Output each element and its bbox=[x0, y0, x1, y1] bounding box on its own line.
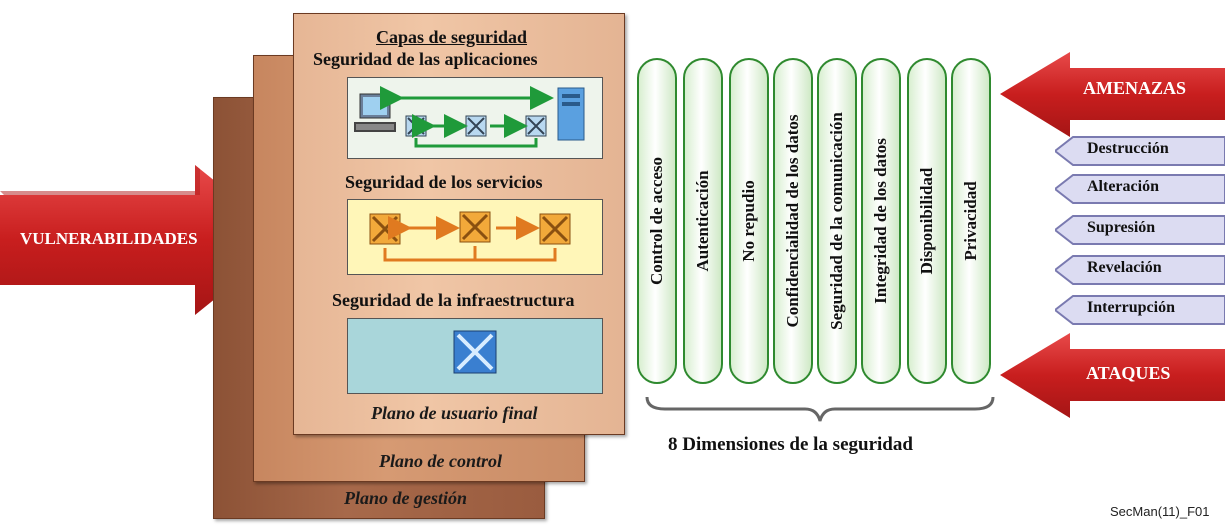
dimension-access-control: Control de acceso bbox=[637, 58, 677, 384]
vulnerabilities-label: VULNERABILIDADES bbox=[20, 229, 198, 248]
threats-arrow bbox=[1000, 52, 1225, 137]
services-diagram bbox=[347, 199, 603, 275]
dimension-data-integrity: Integridad de los datos bbox=[861, 58, 901, 384]
threats-label: AMENAZAS bbox=[1083, 78, 1187, 98]
dimension-data-confidentiality: Confidencialidad de los datos bbox=[773, 58, 813, 384]
infrastructure-switch-icon bbox=[453, 330, 497, 374]
router-icon bbox=[405, 115, 427, 137]
server-icon bbox=[557, 87, 585, 141]
services-layer-title: Seguridad de los servicios bbox=[345, 172, 543, 192]
dimension-privacy: Privacidad bbox=[951, 58, 991, 384]
dimensions-brace bbox=[645, 396, 995, 422]
infrastructure-diagram bbox=[347, 318, 603, 394]
threat-item: Supresión bbox=[1053, 215, 1225, 245]
service-node-icon bbox=[539, 213, 571, 245]
applications-diagram bbox=[347, 77, 603, 159]
end-user-plane-label: Plano de usuario final bbox=[371, 403, 538, 423]
service-node-icon bbox=[459, 211, 491, 243]
computer-icon bbox=[354, 93, 396, 132]
infrastructure-layer-title: Seguridad de la infraestructura bbox=[332, 290, 575, 310]
attacks-label: ATAQUES bbox=[1086, 363, 1171, 383]
dimension-authentication: Autenticación bbox=[683, 58, 723, 384]
threat-item: Alteración bbox=[1053, 174, 1225, 204]
applications-layer-title: Seguridad de las aplicaciones bbox=[313, 49, 538, 69]
threat-item: Destrucción bbox=[1053, 136, 1225, 166]
dimension-non-repudiation: No repudio bbox=[729, 58, 769, 384]
dimensions-caption: 8 Dimensiones de la seguridad bbox=[668, 434, 913, 455]
threat-item: Interrupción bbox=[1053, 295, 1225, 325]
dimension-availability: Disponibilidad bbox=[907, 58, 947, 384]
threat-item: Revelación bbox=[1053, 255, 1225, 285]
attacks-arrow bbox=[1000, 333, 1225, 418]
service-node-icon bbox=[369, 213, 401, 245]
management-plane-label: Plano de gestión bbox=[344, 488, 468, 508]
control-plane-label: Plano de control bbox=[379, 451, 503, 471]
dimension-communication-security: Seguridad de la comunicación bbox=[817, 58, 857, 384]
figure-id: SecMan(11)_F01 bbox=[1110, 504, 1210, 519]
layers-title: Capas de seguridad bbox=[376, 27, 528, 47]
router-icon bbox=[465, 115, 487, 137]
router-icon bbox=[525, 115, 547, 137]
